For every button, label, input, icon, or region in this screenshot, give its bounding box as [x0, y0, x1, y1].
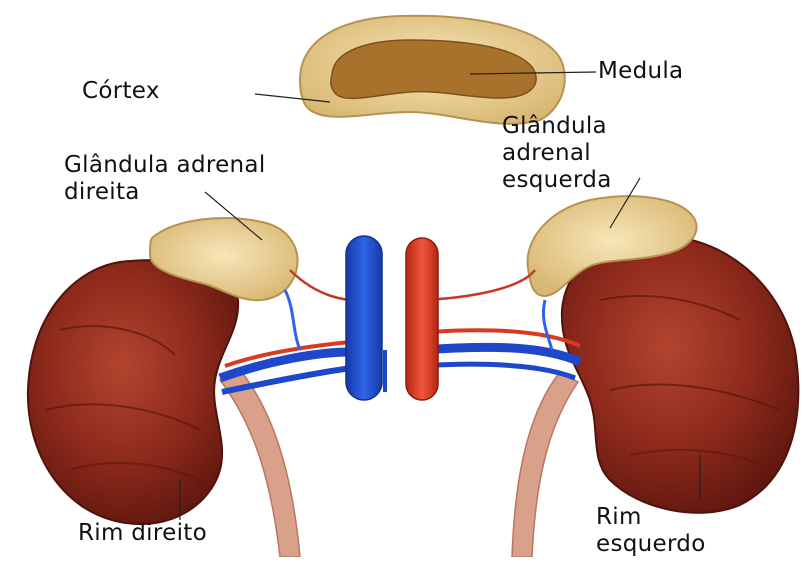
left-kidney-label-line-2: esquerdo: [596, 531, 706, 558]
great-vessels: [346, 236, 438, 400]
left-adrenal-label: Glândula adrenal esquerda: [502, 113, 612, 194]
right-kidney-body: [28, 260, 238, 524]
cortex-label: Córtex: [82, 78, 160, 105]
left-adrenal-label-line-1: Glândula: [502, 113, 612, 140]
left-kidney-body: [562, 236, 798, 513]
left-kidney-label: Rim esquerdo: [596, 504, 706, 558]
right-kidney: [28, 218, 300, 557]
left-ureter: [512, 372, 578, 557]
adrenal-cross-section: [300, 16, 565, 124]
left-kidney: [512, 196, 798, 557]
left-adrenal-label-line-2: adrenal: [502, 140, 612, 167]
right-kidney-label: Rim direito: [78, 520, 207, 547]
left-adrenal-label-line-3: esquerda: [502, 167, 612, 194]
right-adrenal-label-line-2: direita: [64, 179, 266, 206]
inferior-vena-cava: [346, 236, 382, 400]
left-kidney-label-line-1: Rim: [596, 504, 706, 531]
right-adrenal-label-line-1: Glândula adrenal: [64, 152, 266, 179]
right-adrenal-label: Glândula adrenal direita: [64, 152, 266, 206]
medula-label: Medula: [598, 58, 683, 85]
right-ureter: [220, 370, 300, 557]
aorta: [406, 238, 438, 400]
